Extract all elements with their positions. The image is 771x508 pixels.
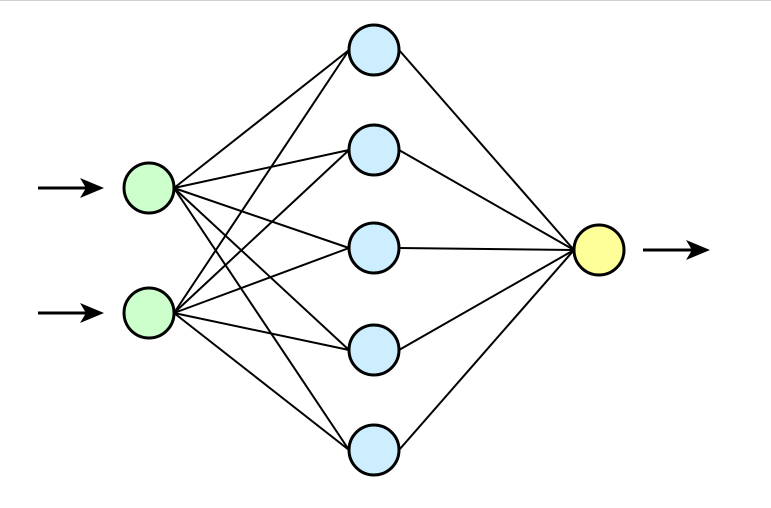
hidden-node-2: [347, 123, 401, 177]
edge-hidden-4-to-output-1: [398, 249, 575, 351]
connections: [173, 49, 575, 451]
edge-input-2-to-hidden-1: [173, 49, 350, 314]
edge-input-1-to-hidden-4: [173, 187, 350, 351]
edge-input-2-to-hidden-3: [173, 247, 350, 314]
input-arrow-2-head: [80, 303, 104, 323]
edge-input-1-to-hidden-3: [173, 187, 350, 249]
output-node-1: [572, 223, 626, 277]
input-arrow-1-head: [80, 178, 104, 198]
input-node-1: [122, 161, 176, 215]
hidden-node-1: [347, 23, 401, 77]
edge-input-2-to-hidden-5: [173, 312, 350, 451]
top-border: [0, 0, 771, 1]
nodes: [122, 23, 626, 477]
edge-hidden-1-to-output-1: [398, 49, 575, 251]
input-node-2: [122, 286, 176, 340]
edge-hidden-5-to-output-1: [398, 249, 575, 451]
hidden-node-5: [347, 423, 401, 477]
edge-hidden-3-to-output-1: [398, 247, 575, 251]
edge-input-2-to-hidden-2: [173, 149, 350, 314]
edge-input-1-to-hidden-5: [173, 187, 350, 451]
edge-input-1-to-hidden-2: [173, 149, 350, 189]
hidden-node-4: [347, 323, 401, 377]
hidden-node-3: [347, 221, 401, 275]
edge-hidden-2-to-output-1: [398, 149, 575, 251]
arrows: [38, 178, 710, 323]
output-arrow-1-head: [686, 240, 710, 260]
edge-input-2-to-hidden-4: [173, 312, 350, 351]
edge-input-1-to-hidden-1: [173, 49, 350, 189]
